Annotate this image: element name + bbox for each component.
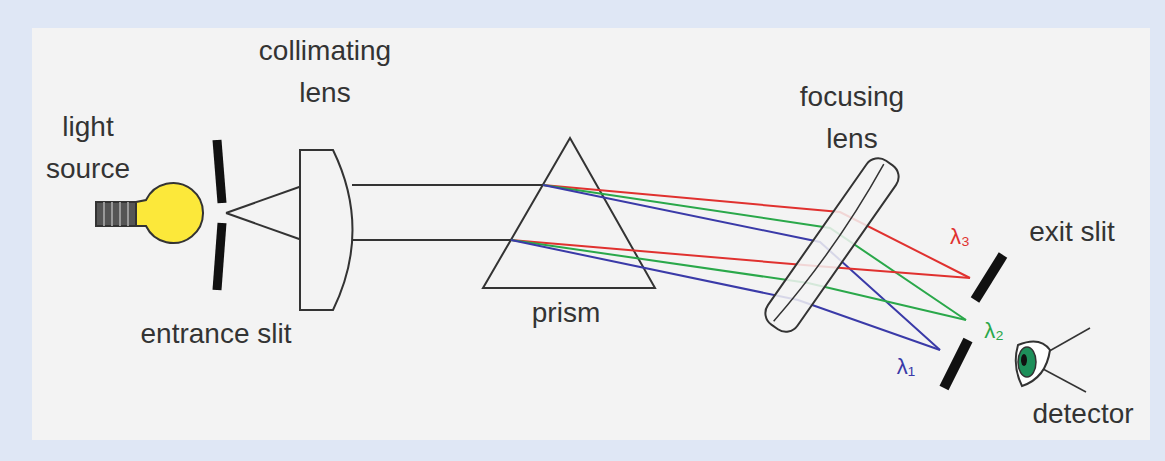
entrance-slit [217, 140, 222, 290]
part-label: prism [506, 292, 626, 334]
panel [32, 28, 1150, 440]
wavelength-label: λ₁ [881, 350, 931, 383]
wavelength-label: λ₃ [935, 220, 985, 253]
wavelength-label: λ₂ [969, 314, 1019, 347]
light-bulb [96, 183, 203, 243]
collimated-beam [352, 185, 543, 240]
light-cone [226, 186, 302, 240]
part-label: detector [1008, 393, 1158, 435]
part-label: light source [31, 106, 146, 190]
part-label: focusing lens [780, 76, 925, 160]
detector-eye [1016, 328, 1090, 392]
part-label: entrance slit [136, 313, 296, 355]
part-label: collimating lens [230, 30, 420, 114]
focusing-lens [760, 153, 904, 337]
collimating-lens [300, 150, 353, 310]
part-label: exit slit [997, 211, 1147, 253]
